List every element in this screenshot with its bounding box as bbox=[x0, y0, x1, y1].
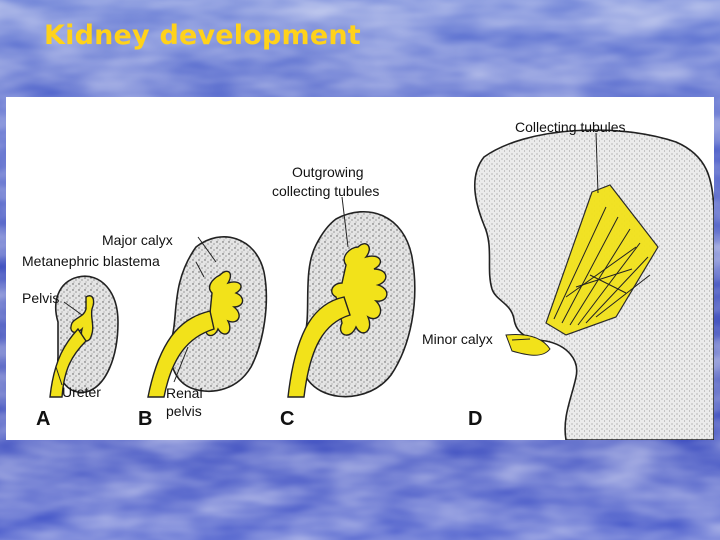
label-pelvis: Pelvis bbox=[22, 290, 59, 306]
label-collecting-tubules: Collecting tubules bbox=[515, 119, 626, 135]
panel-letter-a: A bbox=[36, 408, 50, 430]
label-outgrowing-tubules: collecting tubules bbox=[272, 183, 379, 199]
panel-d-kidney bbox=[473, 129, 714, 440]
slide-title: Kidney development bbox=[44, 20, 361, 51]
kidney-diagram: Collecting tubules Outgrowing collecting… bbox=[22, 119, 714, 440]
label-metanephric-blastema: Metanephric blastema bbox=[22, 253, 160, 269]
panel-a-kidney bbox=[49, 275, 119, 398]
label-renal-pelvis: pelvis bbox=[166, 403, 202, 419]
label-renal: Renal bbox=[166, 385, 203, 401]
label-ureter: Ureter bbox=[62, 384, 101, 400]
label-minor-calyx: Minor calyx bbox=[422, 331, 493, 347]
leader-lines bbox=[55, 132, 599, 386]
label-outgrowing: Outgrowing bbox=[292, 164, 364, 180]
panel-letter-c: C bbox=[280, 408, 294, 430]
panel-letter-b: B bbox=[138, 408, 152, 430]
label-major-calyx: Major calyx bbox=[102, 232, 173, 248]
kidney-development-figure: Collecting tubules Outgrowing collecting… bbox=[6, 97, 714, 440]
panel-c-kidney bbox=[287, 210, 416, 398]
panel-letter-d: D bbox=[468, 408, 482, 430]
panel-b-kidney bbox=[147, 236, 268, 398]
